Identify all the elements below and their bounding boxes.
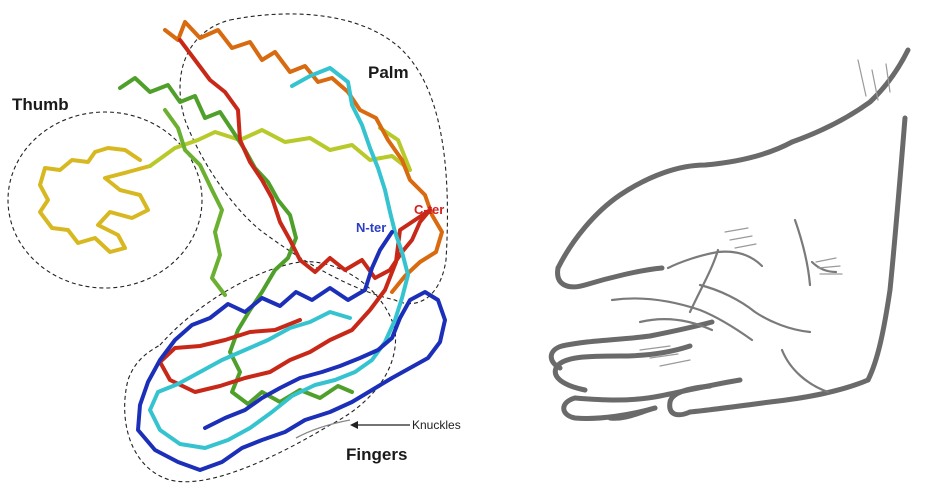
trace-yellow-thumb [40,148,150,252]
hand-sketch-illustration [551,50,908,418]
thumb-label: Thumb [12,95,69,114]
protein-panel: Thumb Palm Fingers Knuckles N-ter C-ter [8,14,461,482]
n-terminus-label: N-ter [356,220,386,235]
c-terminus-label: C-ter [414,202,444,217]
knuckles-label: Knuckles [412,418,461,432]
palm-label: Palm [368,63,409,82]
fingers-label: Fingers [346,445,407,464]
thumb-domain-outline [8,112,202,288]
trace-blue [138,232,445,470]
trace-green-upper [165,110,225,295]
knuckles-arrowhead [350,421,358,429]
